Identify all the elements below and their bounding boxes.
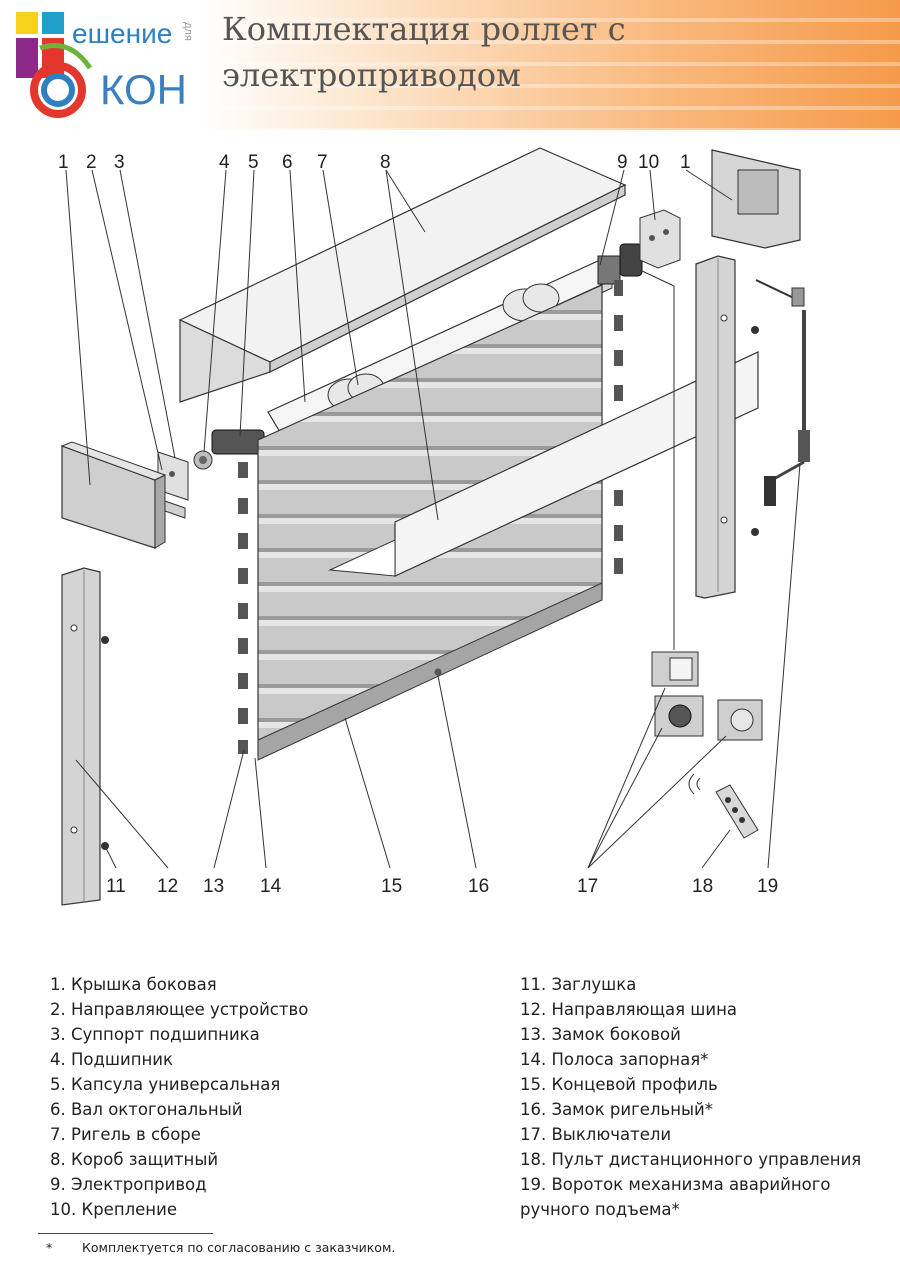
callout-2: 2 <box>86 152 97 173</box>
legend-item: ручного подъема* <box>520 1200 680 1219</box>
legend-item: 2. Направляющее устройство <box>50 1000 309 1019</box>
logo-text-top: ешение <box>72 18 173 49</box>
footnote-mark: * <box>46 1240 53 1255</box>
emergency-crank <box>755 279 810 506</box>
callout-18: 18 <box>692 876 713 897</box>
legend-item: 1. Крышка боковая <box>50 975 217 994</box>
callout-3: 3 <box>114 152 125 173</box>
callout-14: 14 <box>260 876 282 897</box>
legend-item: 19. Вороток механизма аварийного <box>520 1175 831 1194</box>
side-locks <box>238 280 623 754</box>
footnote: * Комплектуется по согласованию с заказчи… <box>46 1240 395 1255</box>
callout-16: 16 <box>468 876 489 897</box>
legend-item: 11. Заглушка <box>520 975 637 994</box>
legend-item: 5. Капсула универсальная <box>50 1075 281 1094</box>
logo-text-small: для <box>182 22 194 41</box>
remote-control <box>688 773 759 839</box>
legend-item: 16. Замок ригельный* <box>520 1100 714 1119</box>
legend-item: 15. Концевой профиль <box>520 1075 718 1094</box>
footnote-text: Комплектуется по согласованию с заказчик… <box>82 1240 396 1255</box>
switches <box>651 651 763 741</box>
callout-9: 9 <box>617 152 628 173</box>
footnote-divider <box>38 1233 213 1234</box>
callout-12: 12 <box>157 876 178 897</box>
protective-box-front <box>328 351 759 577</box>
callout-7: 7 <box>317 152 328 173</box>
legend-item: 18. Пульт дистанционного управления <box>520 1150 862 1169</box>
legend-item: 6. Вал октогональный <box>50 1100 243 1119</box>
legend-item: 10. Крепление <box>50 1200 177 1219</box>
legend-right: 11. Заглушка 12. Направляющая шина 13. З… <box>520 972 890 1222</box>
callouts-bottom: 11 12 13 14 15 16 17 18 19 <box>106 876 778 897</box>
callout-1-right: 1 <box>680 152 691 173</box>
leader-lines <box>65 169 801 869</box>
callout-13: 13 <box>203 876 224 897</box>
side-cover <box>60 441 167 549</box>
callout-6: 6 <box>282 152 293 173</box>
mounting-bracket <box>639 209 681 269</box>
callout-17: 17 <box>577 876 598 897</box>
legend-item: 3. Суппорт подшипника <box>50 1025 260 1044</box>
exploded-diagram: 1 2 3 4 5 6 7 8 9 10 1 11 12 13 14 15 16… <box>58 147 810 906</box>
callout-1: 1 <box>58 152 69 173</box>
legend-item: 4. Подшипник <box>50 1050 173 1069</box>
callout-15: 15 <box>381 876 402 897</box>
page-title: Комплектация роллет с электроприводом <box>222 10 626 94</box>
callout-5: 5 <box>248 152 259 173</box>
legend-item: 8. Короб защитный <box>50 1150 219 1169</box>
legend-item: 17. Выключатели <box>520 1125 672 1144</box>
legend-item: 12. Направляющая шина <box>520 1000 738 1019</box>
header-banner <box>0 0 900 130</box>
guide-rail-left <box>61 567 109 906</box>
callout-19: 19 <box>757 876 778 897</box>
legend-left: 1. Крышка боковая 2. Направляющее устрой… <box>50 972 470 1222</box>
callouts-top: 1 2 3 4 5 6 7 8 9 10 1 <box>58 152 691 173</box>
callout-8: 8 <box>380 152 391 173</box>
legend-item: 9. Электропривод <box>50 1175 207 1194</box>
header-stripes <box>215 0 900 130</box>
logo-text-bottom: КОН <box>100 66 187 113</box>
motor-cable <box>639 269 675 287</box>
callout-10: 10 <box>638 152 659 173</box>
guide-rail-right <box>695 255 759 599</box>
protective-box-top <box>178 147 627 403</box>
legend-item: 13. Замок боковой <box>520 1025 681 1044</box>
side-cover-right <box>711 149 801 249</box>
legend-item: 7. Ригель в сборе <box>50 1125 201 1144</box>
legend-item: 14. Полоса запорная* <box>520 1050 709 1069</box>
callout-4: 4 <box>219 152 230 173</box>
callout-11: 11 <box>106 876 126 897</box>
company-logo: ешение для КОН <box>12 8 212 120</box>
universal-capsule <box>193 429 265 470</box>
logo-mark-icon <box>16 12 93 118</box>
electric-drive <box>597 243 643 285</box>
